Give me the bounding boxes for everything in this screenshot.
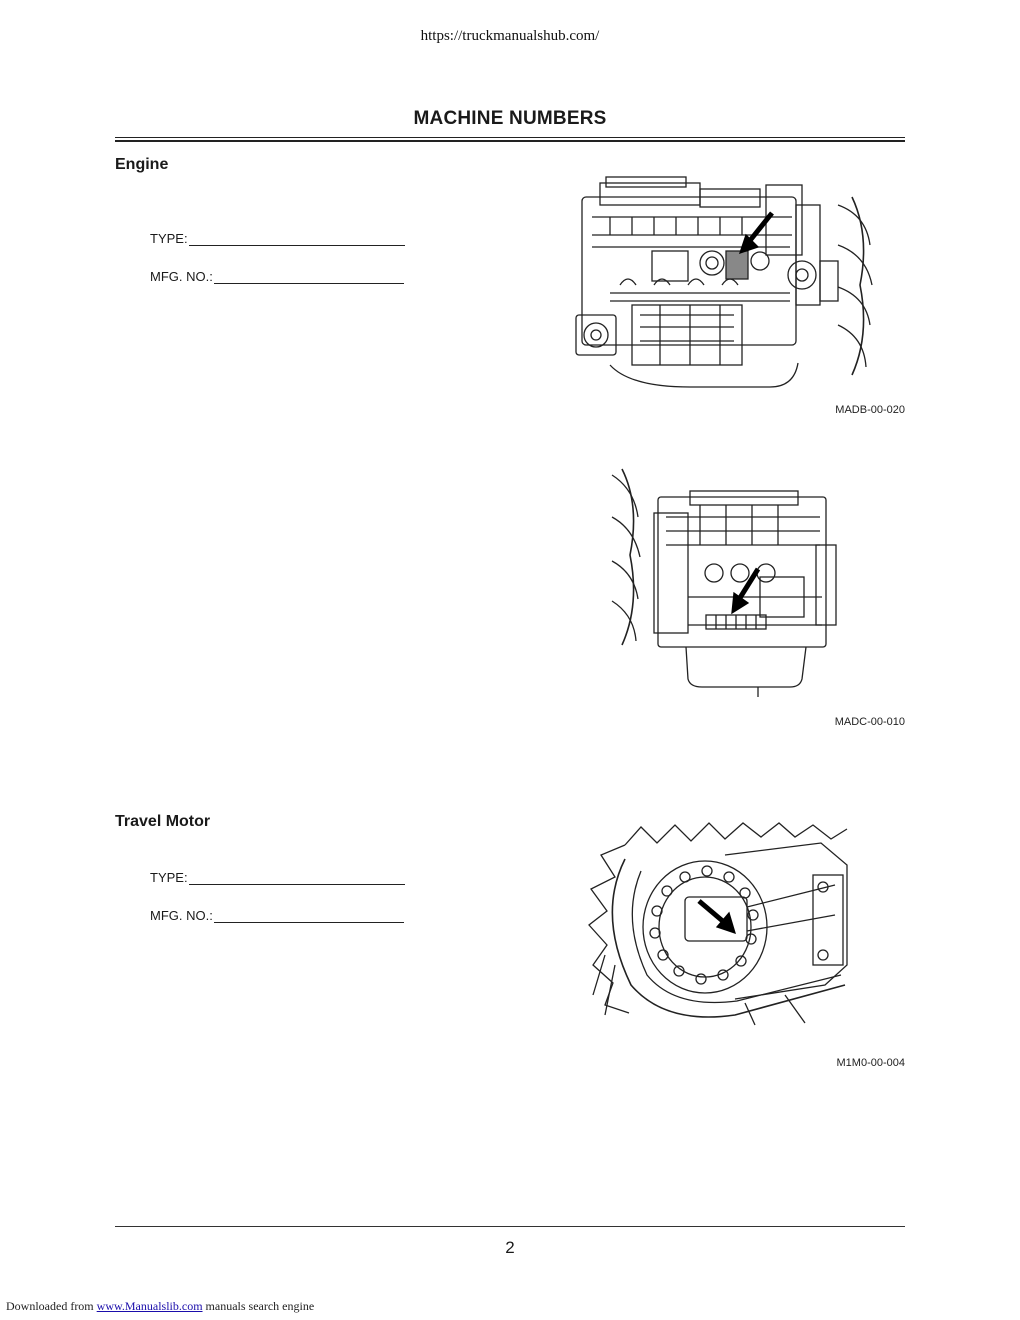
engine-rear-view-figure (610, 465, 840, 697)
engine-mfg-blank (213, 270, 404, 284)
title-rule-thin (115, 137, 905, 138)
manualslib-link[interactable]: www.Manualslib.com (96, 1299, 203, 1313)
travel-motor-figure (585, 815, 870, 1027)
header-url: https://truckmanualshub.com/ (420, 28, 600, 44)
engine-figure2-caption: MADC-00-010 (834, 716, 905, 728)
engine-mfg-field: MFG. NO.: (150, 269, 404, 284)
download-footer: Downloaded from www.Manualslib.com manua… (6, 1299, 314, 1314)
engine-type-field: TYPE: (150, 231, 405, 246)
travel-motor-mfg-label: MFG. NO.: (150, 908, 213, 923)
page-title: MACHINE NUMBERS (413, 108, 607, 129)
travel-motor-type-label: TYPE: (150, 870, 188, 885)
footer-rule (115, 1226, 905, 1227)
travel-motor-mfg-blank (213, 909, 404, 923)
travel-motor-mfg-field: MFG. NO.: (150, 908, 404, 923)
engine-heading: Engine (115, 156, 169, 173)
engine-figure1-caption: MADB-00-020 (835, 404, 905, 416)
travel-motor-type-blank (188, 871, 405, 885)
title-rule-thick (115, 140, 905, 142)
engine-type-label: TYPE: (150, 231, 188, 246)
travel-motor-heading: Travel Motor (115, 813, 211, 830)
page-number: 2 (505, 1238, 515, 1257)
travel-motor-figure-caption: M1M0-00-004 (836, 1057, 905, 1069)
engine-type-blank (188, 232, 405, 246)
engine-mfg-label: MFG. NO.: (150, 269, 213, 284)
footer-prefix: Downloaded from (6, 1299, 97, 1313)
travel-motor-type-field: TYPE: (150, 870, 405, 885)
footer-suffix: manuals search engine (202, 1299, 315, 1313)
engine-side-view-figure (570, 175, 880, 397)
